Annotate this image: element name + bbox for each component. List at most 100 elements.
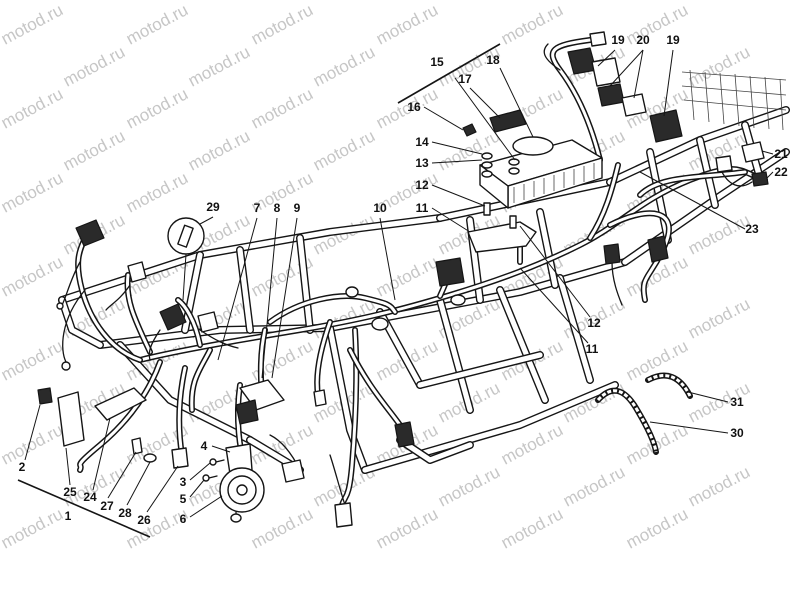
harness-wire xyxy=(611,261,623,306)
frame-tube xyxy=(237,247,253,333)
strap-31 xyxy=(647,374,692,397)
harness-bundle xyxy=(190,348,212,412)
mounting-bolt xyxy=(483,202,491,216)
watermark-text: motod.ru xyxy=(0,252,66,300)
rear-subframe-rib xyxy=(749,75,755,129)
frame-tube xyxy=(437,297,473,413)
watermark-text: motod.ru xyxy=(498,504,566,552)
connector-right-a xyxy=(715,155,733,173)
harness-wire xyxy=(199,329,239,349)
leader-line xyxy=(271,217,298,379)
rear-subframe-rib xyxy=(689,69,695,121)
leader-line xyxy=(761,150,774,155)
frame-tube xyxy=(327,259,628,331)
connector-2 xyxy=(37,387,53,405)
frame-tube xyxy=(417,352,543,388)
connector-bottom-b xyxy=(334,502,353,528)
grommet-28 xyxy=(143,453,157,463)
frame-tube xyxy=(537,209,558,288)
screw-shank xyxy=(208,475,218,479)
relay-d xyxy=(621,93,647,117)
harness-bundle xyxy=(176,298,202,347)
top-connector xyxy=(589,31,607,47)
watermark-text: motod.ru xyxy=(373,252,441,300)
watermark-text: motod.ru xyxy=(0,0,66,48)
frame-tube xyxy=(327,325,368,473)
harness-bundle xyxy=(125,273,152,354)
callout-2: 2 xyxy=(19,460,26,474)
harness-bundle xyxy=(638,170,747,197)
callout-10: 10 xyxy=(373,201,387,215)
watermark-text: motod.ru xyxy=(123,168,191,216)
leader-line xyxy=(597,49,616,67)
leader-line xyxy=(499,67,534,138)
rear-subframe-rib xyxy=(681,85,787,96)
leader-line xyxy=(189,479,205,498)
leader-line xyxy=(766,171,774,179)
watermark-text: motod.ru xyxy=(0,84,66,132)
callout-16: 16 xyxy=(407,100,421,114)
leader-line xyxy=(687,391,729,403)
leader-line xyxy=(431,141,483,155)
leader-line xyxy=(261,217,278,379)
leader-line xyxy=(92,417,111,491)
leader-line xyxy=(431,184,486,207)
mounting-bolt xyxy=(509,215,517,229)
rear-subframe-rib xyxy=(683,99,787,111)
callout-8: 8 xyxy=(274,201,281,215)
watermark-text: motod.ru xyxy=(248,504,316,552)
relay-box-base xyxy=(235,399,259,425)
leader-line xyxy=(649,421,729,434)
connector-25 xyxy=(57,391,85,447)
callout-19: 19 xyxy=(666,33,680,47)
callout-6: 6 xyxy=(180,512,187,526)
leader-line xyxy=(423,106,464,131)
relay-b xyxy=(591,57,621,87)
callout-19: 19 xyxy=(611,33,625,47)
callout-25: 25 xyxy=(63,485,77,499)
watermark-text: motod.ru xyxy=(623,504,691,552)
leader-line xyxy=(189,462,211,481)
relay-left-a xyxy=(159,303,187,331)
rear-subframe-rib xyxy=(681,71,787,81)
watermark-text: motod.ru xyxy=(0,420,66,468)
harness-wire xyxy=(105,284,131,311)
callout-14: 14 xyxy=(415,135,429,149)
harness-bundle xyxy=(588,163,620,240)
horn-nut xyxy=(230,513,242,523)
horn-center xyxy=(236,484,248,496)
leader-line xyxy=(217,217,258,361)
leader-line xyxy=(199,216,214,225)
watermark-text: motod.ru xyxy=(60,42,128,90)
ecu-label-disc xyxy=(512,136,554,156)
callout-11: 11 xyxy=(586,342,599,356)
harness-bundle xyxy=(177,366,187,457)
fuse-detail-link xyxy=(182,253,187,301)
harness-bundle xyxy=(78,360,162,472)
washer xyxy=(508,167,520,175)
watermark-text: motod.ru xyxy=(310,126,378,174)
callout-29: 29 xyxy=(206,200,220,214)
connector-mid xyxy=(435,257,465,287)
callout-12: 12 xyxy=(415,178,429,192)
watermark-text: motod.ru xyxy=(0,168,66,216)
frame-tube xyxy=(297,235,313,333)
leader-line xyxy=(146,465,179,513)
watermark-text: motod.ru xyxy=(685,462,753,510)
watermark-text: motod.ru xyxy=(373,504,441,552)
callout-24: 24 xyxy=(83,490,97,504)
callout-23: 23 xyxy=(745,222,759,236)
callout-9: 9 xyxy=(294,201,301,215)
connector-22 xyxy=(751,171,769,187)
watermark-text: motod.ru xyxy=(0,504,66,552)
harness-bundle xyxy=(348,348,404,430)
callout-27: 27 xyxy=(100,499,114,513)
callout-7: 7 xyxy=(254,201,261,215)
callout-21: 21 xyxy=(774,147,788,161)
connector-26 xyxy=(171,447,189,469)
watermark-text: motod.ru xyxy=(310,42,378,90)
rear-subframe-rib xyxy=(734,73,740,127)
voltage-regulator-24 xyxy=(94,387,147,421)
callout-4: 4 xyxy=(201,439,208,453)
